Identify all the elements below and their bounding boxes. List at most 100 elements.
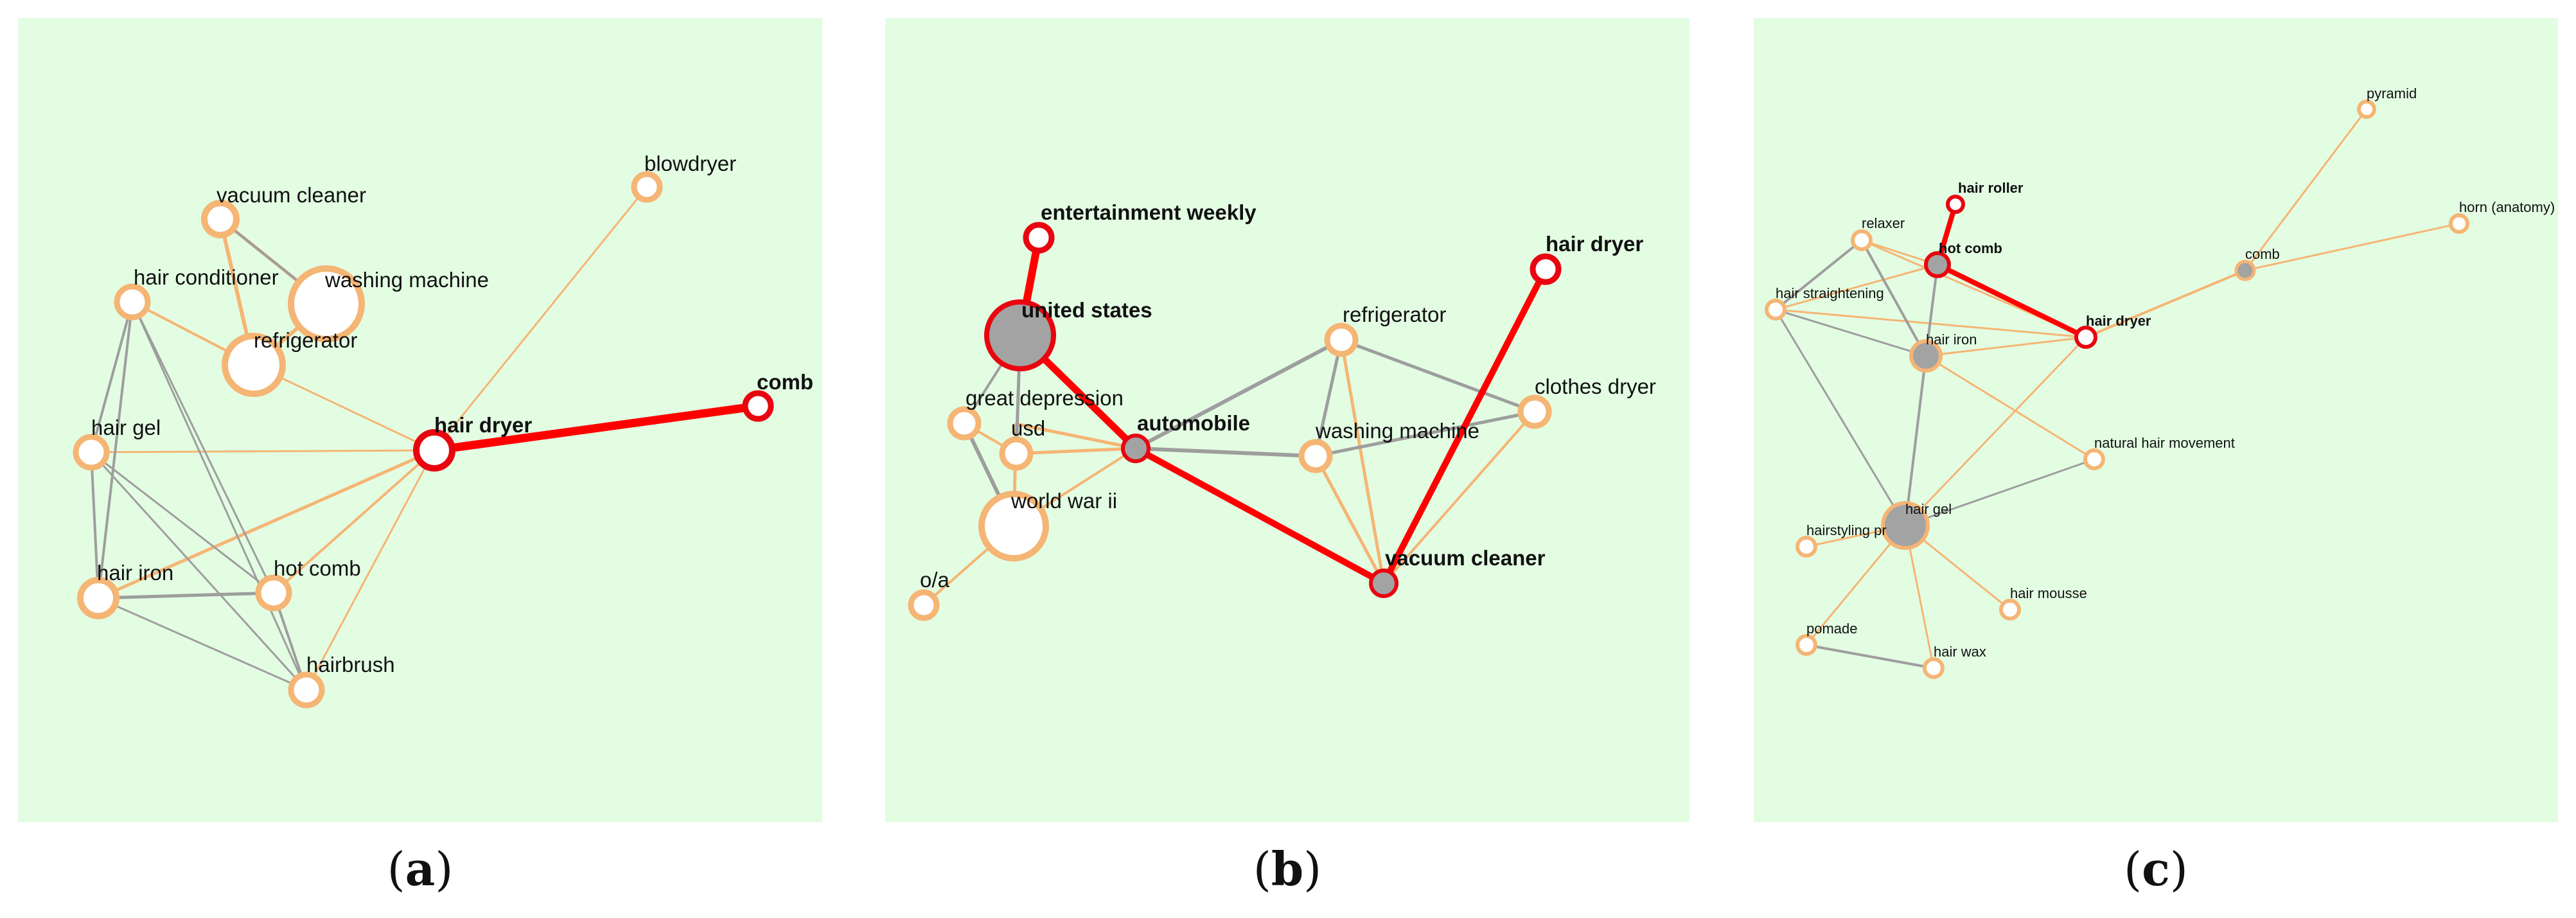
label-clothes-dryer: clothes dryer [1535,375,1656,398]
labels-c: pyramid hair roller horn (anatomy) relax… [1776,85,2555,660]
label-comb: comb [2245,246,2280,262]
edge [1774,308,1907,527]
caption-a: (a) [387,842,454,896]
label-blowdryer: blowdryer [644,152,736,175]
node-usd[interactable] [999,436,1034,471]
node-washing-machine[interactable] [1298,439,1333,473]
edge [131,301,275,594]
nodes-b [908,222,1562,621]
edge [2244,108,2368,272]
node-automobile[interactable] [1121,434,1151,463]
label-great-depression: great depression [966,386,1124,410]
label-hair-dryer: hair dryer [434,413,532,437]
node-hair-straightening[interactable] [1765,299,1786,321]
node-hairstyling-pr[interactable] [1795,536,1817,558]
node-hot-comb[interactable] [1924,251,1951,278]
edge [1925,355,2095,461]
node-comb[interactable] [742,390,774,422]
node-hair-iron[interactable] [77,577,119,619]
edge [1904,458,2095,527]
path-edge [1133,445,1387,587]
edge [1774,263,1939,311]
label-hair-dryer: hair dryer [1546,232,1643,256]
edge [90,451,275,594]
label-pomade: pomade [1806,621,1858,637]
node-world-war-ii[interactable] [978,491,1049,561]
graph-a: vacuum cleaner blowdryer hair conditione… [73,152,813,709]
label-automobile: automobile [1137,411,1250,435]
node-hair-mousse[interactable] [1999,599,2021,621]
node-washing-machine[interactable] [288,265,365,342]
edge [1774,239,1863,311]
label-entertainment-weekly: entertainment weekly [1041,200,1257,224]
node-horn[interactable] [2449,213,2469,234]
node-hair-gel[interactable] [1881,501,1930,550]
label-hair-dryer: hair dryer [2086,313,2151,329]
node-hairbrush[interactable] [288,671,325,709]
labels-a: vacuum cleaner blowdryer hair conditione… [91,152,813,676]
label-hair-wax: hair wax [1934,644,1986,660]
label-hair-roller: hair roller [1958,180,2024,196]
node-hot-comb[interactable] [255,574,292,612]
node-hair-iron[interactable] [1909,339,1943,373]
node-hair-roller[interactable] [1946,195,1965,214]
edge [96,591,276,600]
caption-a-letter: a [405,842,436,896]
edges-b [922,234,1549,606]
edge [1134,338,1343,450]
label-hairstyling-pr: hairstyling pr [1806,522,1887,538]
node-vacuum-cleaner[interactable] [201,200,240,238]
edge [1339,338,1537,414]
edge [252,364,436,452]
node-pyramid[interactable] [2357,100,2376,119]
label-natural-hair-movement: natural hair movement [2094,435,2235,451]
edge [1134,446,1318,458]
panel-b: entertainment weekly united states hair … [885,18,1689,822]
label-refrigerator: refrigerator [1343,303,1446,326]
node-natural-hair-movement[interactable] [2083,448,2105,470]
node-refrigerator[interactable] [1324,322,1359,357]
node-united-states[interactable] [984,299,1056,371]
node-hair-dryer[interactable] [1530,253,1562,285]
label-horn: horn (anatomy) [2459,199,2555,215]
label-comb: comb [757,370,813,394]
node-pomade[interactable] [1795,634,1817,656]
node-clothes-dryer[interactable] [1517,394,1552,429]
edge [2244,222,2460,272]
node-refrigerator[interactable] [222,333,286,397]
nodes-c [1765,100,2469,679]
node-hair-gel[interactable] [73,434,110,471]
node-hair-wax[interactable] [1923,657,1945,679]
edge [97,597,308,691]
node-hair-conditioner[interactable] [114,283,151,321]
edge [433,186,648,452]
node-entertainment-weekly[interactable] [1023,222,1055,254]
edge [1314,410,1537,458]
edge [1382,410,1536,585]
edges-c [1774,108,2460,669]
node-comb[interactable] [2234,260,2256,281]
edge [1314,338,1343,458]
node-great-depression[interactable] [947,406,982,441]
edge [305,449,436,691]
label-hairbrush: hairbrush [306,653,395,676]
edge [1805,524,1907,646]
node-oa[interactable] [908,589,940,621]
node-vacuum-cleaner[interactable] [1369,569,1398,598]
label-hair-gel: hair gel [1905,501,1952,517]
node-relaxer[interactable] [1851,229,1873,251]
label-refrigerator: refrigerator [254,328,357,352]
node-hair-dryer[interactable] [2074,326,2097,349]
edge [1014,446,1138,455]
edge [1314,454,1386,585]
caption-c-letter: c [2142,842,2170,896]
path-edge [1381,266,1549,587]
edge [1904,355,1927,527]
panel-a: vacuum cleaner blowdryer hair conditione… [18,18,822,822]
path-edge [1935,262,2088,340]
node-hair-dryer[interactable] [413,429,455,472]
caption-b: (b) [1253,842,1322,896]
label-hair-mousse: hair mousse [2010,585,2087,601]
node-blowdryer[interactable] [631,171,663,203]
caption-b-letter: b [1271,842,1304,896]
